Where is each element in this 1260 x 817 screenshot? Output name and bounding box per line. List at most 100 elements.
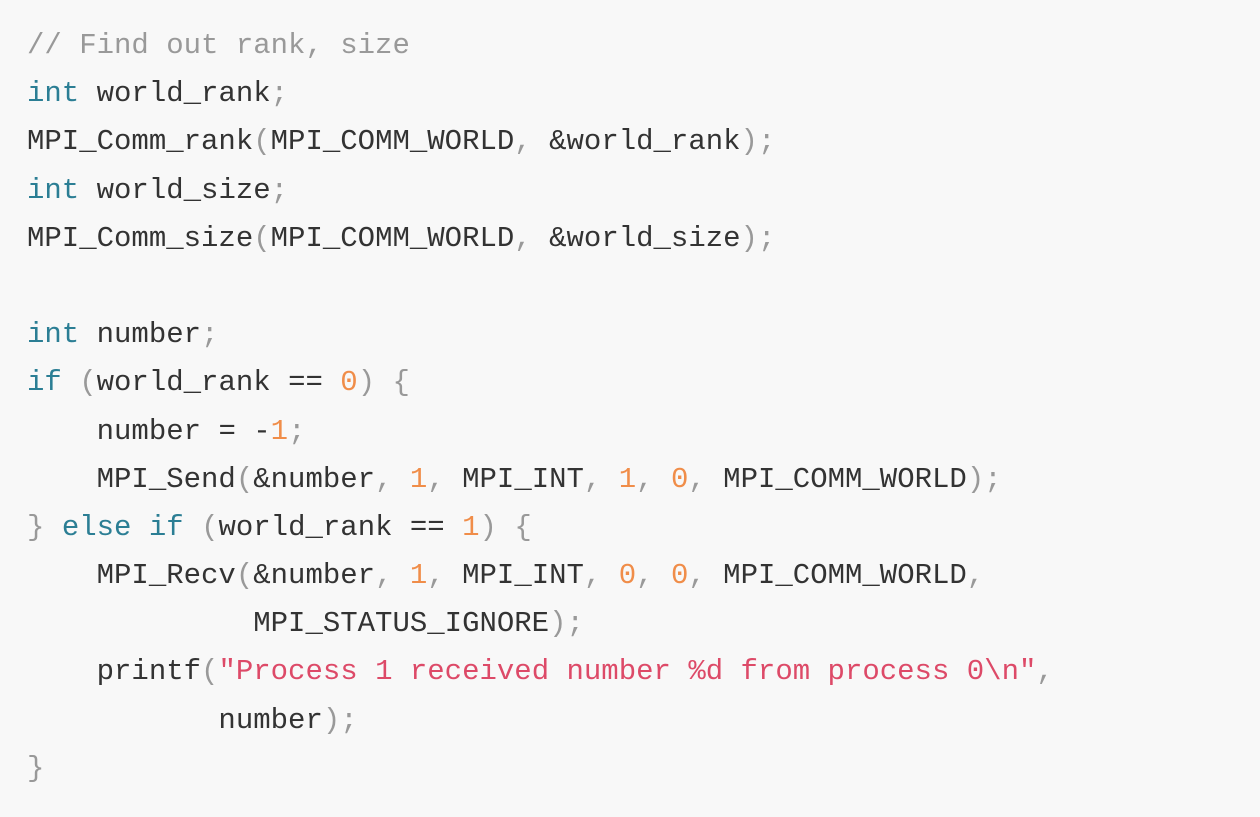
code-line: } else if (world_rank == 1) { <box>27 504 1260 552</box>
code-punctuation: ( <box>201 510 219 544</box>
code-line: MPI_Send(&number, 1, MPI_INT, 1, 0, MPI_… <box>27 456 1260 504</box>
code-line: } <box>27 745 1260 793</box>
code-punctuation: { <box>392 366 410 400</box>
code-number: 0 <box>618 559 637 593</box>
code-token: number <box>27 414 219 448</box>
code-punctuation: , <box>966 559 985 593</box>
code-keyword: if <box>148 510 184 544</box>
code-token <box>601 463 618 496</box>
code-punctuation: , <box>514 221 532 255</box>
code-token <box>323 366 340 399</box>
code-punctuation: , <box>427 559 445 593</box>
code-punctuation: ); <box>549 607 584 641</box>
code-punctuation: ; <box>270 173 289 207</box>
code-punctuation: , <box>427 462 445 496</box>
code-punctuation: ) <box>357 366 376 400</box>
code-line: printf("Process 1 received number %d fro… <box>27 648 1260 696</box>
code-number: 1 <box>409 559 428 593</box>
code-punctuation: , <box>688 559 706 593</box>
code-line: MPI_Comm_size(MPI_COMM_WORLD, &world_siz… <box>27 215 1260 263</box>
code-punctuation: ; <box>288 414 306 448</box>
code-token: &number <box>253 559 376 593</box>
code-token <box>62 366 79 399</box>
code-punctuation: ( <box>253 125 271 159</box>
code-keyword: int <box>27 318 80 352</box>
code-punctuation: ); <box>322 703 358 737</box>
code-punctuation: , <box>375 462 393 496</box>
code-token: - <box>235 414 271 448</box>
code-punctuation: , <box>1036 655 1054 689</box>
code-token <box>497 511 514 544</box>
code-string: "Process 1 received number %d from proce… <box>218 655 1037 689</box>
code-token <box>445 511 462 544</box>
code-number: 1 <box>409 462 428 496</box>
code-token: &number <box>253 462 376 496</box>
code-token: == <box>409 510 445 544</box>
code-token: MPI_COMM_WORLD <box>705 559 967 593</box>
code-punctuation: ); <box>740 221 776 255</box>
code-number: 0 <box>340 366 358 400</box>
code-punctuation: ( <box>235 559 254 593</box>
code-number: 0 <box>670 559 689 593</box>
code-line: MPI_Recv(&number, 1, MPI_INT, 0, 0, MPI_… <box>27 552 1260 600</box>
code-punctuation: } <box>27 510 45 544</box>
code-token <box>184 511 201 544</box>
code-token: number <box>79 318 202 352</box>
code-punctuation: , <box>688 462 706 496</box>
code-line: if (world_rank == 0) { <box>27 359 1260 407</box>
code-line: int world_size; <box>27 167 1260 215</box>
code-token <box>601 559 618 592</box>
code-punctuation: ( <box>235 462 254 496</box>
code-punctuation: , <box>375 559 393 593</box>
code-line: // Find out rank, size <box>27 22 1260 70</box>
code-token: number <box>27 703 323 737</box>
code-token: &world_size <box>531 221 741 255</box>
code-punctuation: , <box>583 559 602 593</box>
code-punctuation: ; <box>270 77 289 111</box>
code-number: 1 <box>618 462 637 496</box>
code-token: printf <box>27 655 202 689</box>
code-number: 0 <box>670 462 689 496</box>
code-token <box>131 511 148 544</box>
code-token <box>392 559 409 592</box>
code-punctuation: , <box>636 462 654 496</box>
code-token: world_rank <box>96 366 289 400</box>
code-punctuation: } <box>27 751 45 785</box>
code-line: int number; <box>27 311 1260 359</box>
code-punctuation: { <box>514 510 532 544</box>
code-token <box>392 463 409 496</box>
code-token <box>375 366 392 399</box>
code-token: MPI_COMM_WORLD <box>270 125 515 159</box>
code-line: int world_rank; <box>27 70 1260 118</box>
code-token: world_rank <box>79 77 271 111</box>
code-comment: // Find out rank, size <box>27 29 410 62</box>
code-punctuation: ( <box>201 655 219 689</box>
code-keyword: if <box>27 366 62 400</box>
code-keyword: int <box>27 173 80 207</box>
code-number: 1 <box>462 510 480 544</box>
code-token: MPI_Comm_rank <box>27 125 254 159</box>
code-punctuation: ( <box>79 366 97 400</box>
code-token: == <box>288 366 323 400</box>
code-token: MPI_INT <box>444 559 584 593</box>
code-keyword: else <box>61 510 132 544</box>
code-line: number); <box>27 697 1260 745</box>
code-punctuation: ); <box>966 462 1002 496</box>
code-token: MPI_Comm_size <box>27 221 254 255</box>
code-number: 1 <box>270 414 289 448</box>
code-token <box>44 511 61 544</box>
code-punctuation: ); <box>740 125 776 159</box>
code-punctuation: , <box>514 125 532 159</box>
code-punctuation: ) <box>479 510 497 544</box>
code-token: &world_rank <box>531 125 741 159</box>
code-token: world_size <box>79 173 271 207</box>
code-punctuation: , <box>583 462 602 496</box>
code-token: MPI_STATUS_IGNORE <box>27 607 550 641</box>
code-line: MPI_Comm_rank(MPI_COMM_WORLD, &world_ran… <box>27 118 1260 166</box>
code-token: world_rank <box>218 510 410 544</box>
code-punctuation: ; <box>201 318 219 352</box>
code-line: number = -1; <box>27 408 1260 456</box>
code-token: MPI_INT <box>444 462 584 496</box>
code-token <box>654 463 671 496</box>
